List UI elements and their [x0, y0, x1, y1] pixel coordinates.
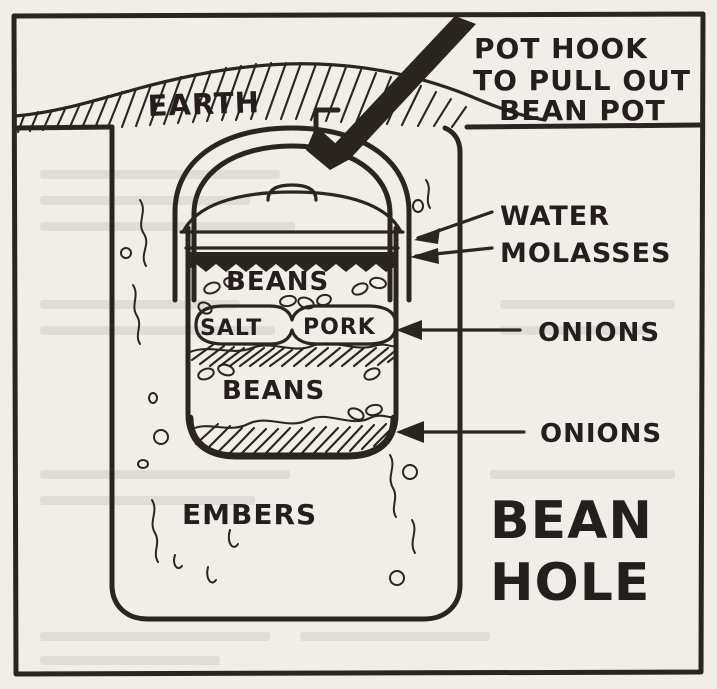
figure-title-line-2: HOLE	[490, 553, 650, 613]
ember-specks	[120, 199, 424, 586]
ember-squiggles	[132, 179, 431, 563]
beans-lower-glyphs	[197, 363, 383, 421]
pot-lid-knob	[266, 183, 318, 202]
earth-mound-outline	[14, 62, 547, 122]
callout-label-water: WATER	[500, 201, 610, 232]
ground-line-right	[464, 122, 704, 130]
pot-bail-handle	[172, 125, 412, 303]
caption-line-3: BEAN POT	[499, 94, 666, 127]
label-embers: EMBERS	[182, 498, 317, 531]
figure-title-line-1: BEAN	[490, 491, 653, 551]
callout-label-molasses: MOLASSES	[500, 238, 672, 269]
callout-label-onions-upper: ONIONS	[538, 318, 660, 348]
border-frame	[11, 11, 706, 677]
label-salt: SALT	[200, 316, 262, 341]
label-beans-upper: BEANS	[226, 267, 329, 297]
onion-layer-upper-hatching	[188, 342, 399, 368]
callout-arrow-molasses	[410, 246, 494, 264]
hole-outline	[109, 124, 463, 622]
onion-layer-bottom-hatching	[188, 414, 398, 455]
callout-arrow-onions-lower	[396, 421, 526, 443]
caption-line-1: POT HOOK	[474, 32, 648, 65]
label-earth: EARTH	[147, 85, 260, 123]
caption-line-2: TO PULL OUT	[473, 64, 691, 97]
pot-bottom-rim	[186, 414, 398, 460]
pot-hook-shaft	[327, 16, 476, 160]
callout-arrow-onions-upper	[396, 320, 522, 340]
label-pork: PORK	[303, 315, 376, 340]
callout-label-onions-lower: ONIONS	[540, 419, 662, 449]
pot-bail-handle-inner	[191, 143, 393, 303]
beans-upper-glyphs	[197, 276, 387, 315]
page-bleed-through	[40, 170, 675, 665]
pot-hook-barb	[306, 126, 352, 170]
label-beans-lower: BEANS	[222, 376, 325, 406]
pot-lid-dome	[181, 190, 403, 234]
water-molasses-band	[188, 252, 396, 272]
callout-arrow-water	[414, 210, 494, 244]
salt-pork-slab	[194, 304, 398, 346]
